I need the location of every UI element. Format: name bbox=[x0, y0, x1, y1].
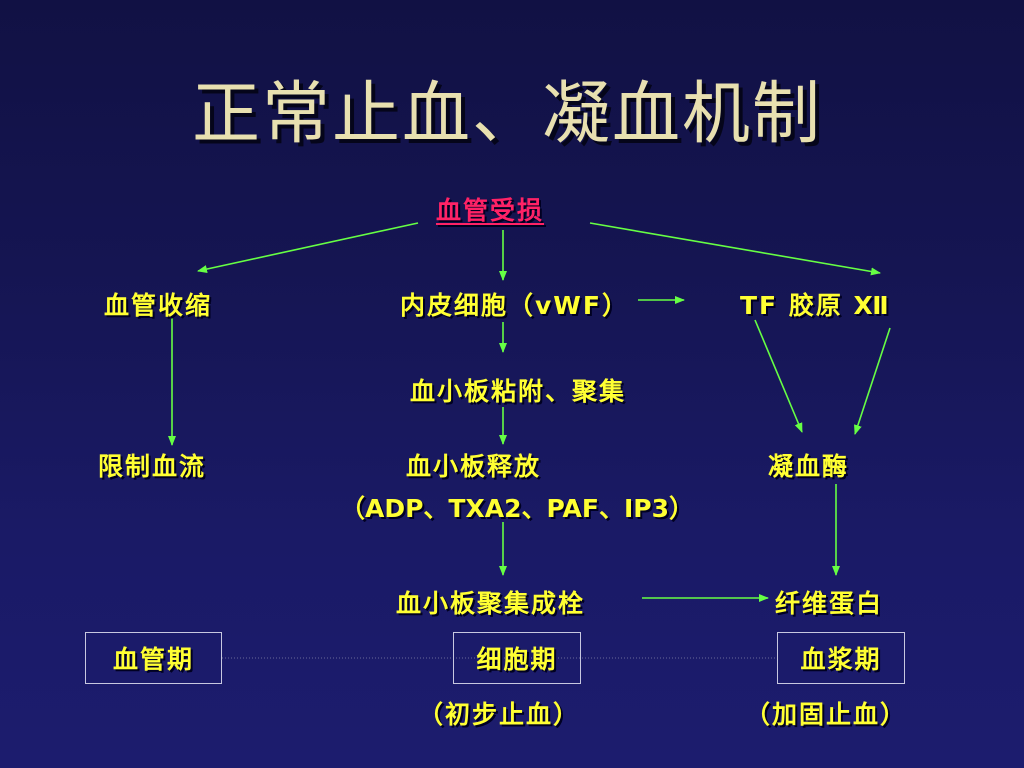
phase-cellular: 细胞期 bbox=[453, 632, 581, 684]
node-vasoconstriction: 血管收缩 bbox=[104, 291, 213, 320]
node-tf-collagen: TF 胶原 Ⅻ bbox=[740, 291, 891, 320]
arrow-injury-to-tf bbox=[589, 222, 881, 276]
node-thrombin: 凝血酶 bbox=[768, 452, 850, 481]
node-platelet-adhesion: 血小板粘附、聚集 bbox=[410, 377, 627, 406]
node-limit-flow: 限制血流 bbox=[98, 452, 207, 481]
arrow-injury-to-vasoconstriction bbox=[197, 222, 419, 273]
node-fibrin: 纤维蛋白 bbox=[775, 589, 884, 618]
node-platelet-release: 血小板释放 bbox=[406, 452, 542, 481]
node-release-factors: （ADP、TXA2、PAF、IP3） bbox=[340, 494, 694, 523]
phase-vascular: 血管期 bbox=[85, 632, 222, 684]
phase-plasma-note: （加固止血） bbox=[745, 700, 908, 729]
node-vessel-injury: 血管受损 bbox=[436, 196, 545, 225]
arrow-tf-to-thrombin-right bbox=[854, 327, 891, 435]
phase-cellular-note: （初步止血） bbox=[418, 700, 581, 729]
node-platelet-plug: 血小板聚集成栓 bbox=[396, 589, 586, 618]
slide-title: 正常止血、凝血机制 bbox=[192, 75, 823, 154]
node-endothelium: 内皮细胞（vWF） bbox=[400, 291, 629, 320]
phase-plasma: 血浆期 bbox=[777, 632, 905, 684]
arrow-tf-to-thrombin-left bbox=[754, 319, 803, 433]
